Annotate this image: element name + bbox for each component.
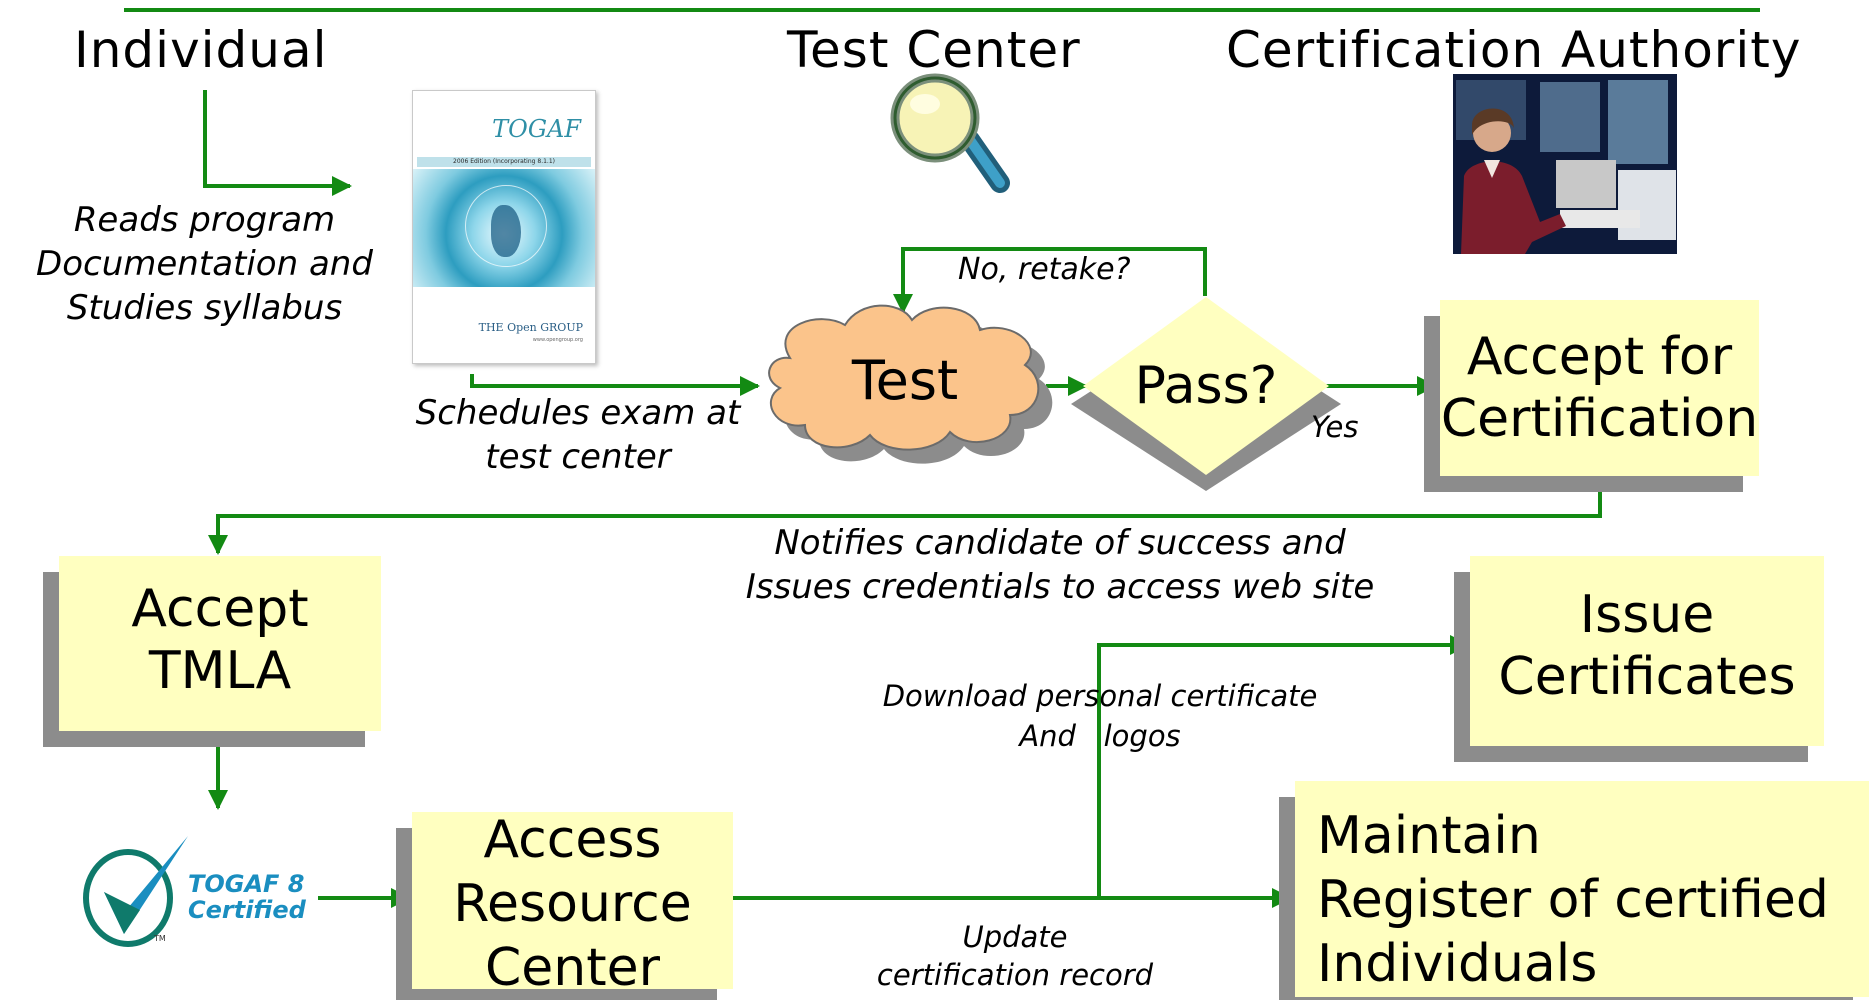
- arrow-book-to-test: [470, 374, 760, 396]
- logo-line1: TOGAF 8: [188, 870, 305, 898]
- arrow-to-issue: [1097, 635, 1470, 898]
- header-individual: Individual: [74, 21, 328, 79]
- node-maintain-register: Maintain Register of certified Individua…: [1295, 781, 1869, 997]
- operator-photo-icon: [1453, 74, 1677, 254]
- label-no-retake: No, retake?: [958, 252, 1131, 287]
- checkmark-icon: [83, 836, 188, 947]
- node-pass: Pass?: [1134, 356, 1278, 416]
- header-certification-authority: Certification Authority: [1226, 21, 1802, 79]
- magnifier-icon: [890, 73, 1010, 193]
- label-yes: Yes: [1311, 410, 1359, 444]
- togaf-certified-logo: TOGAF 8 Certified TM: [80, 830, 320, 950]
- book-title: TOGAF: [492, 115, 581, 143]
- note-update-record: Update certification record: [876, 920, 1154, 992]
- node-test: Test: [851, 349, 959, 412]
- note-download-certificate: Download personal certificate And logos: [882, 679, 1318, 753]
- arrow-accept-to-tmla: [208, 492, 1602, 555]
- pass-diamond-shape: [1071, 297, 1341, 491]
- togaf-book-image: TOGAF 2006 Edition (Incorporating 8.1.1)…: [412, 90, 596, 364]
- logo-tm: TM: [154, 934, 166, 943]
- arrow-retake-loop: [893, 247, 1207, 314]
- logo-line2: Certified: [188, 896, 306, 924]
- test-cloud-shape: [768, 304, 1053, 464]
- book-publisher: THE Open GROUP: [478, 321, 583, 334]
- node-accept-tmla: Accept TMLA: [59, 556, 381, 731]
- note-reads-syllabus: Reads program Documentation and Studies …: [36, 200, 373, 328]
- globe-icon: [413, 169, 595, 287]
- book-url: www.opengroup.org: [532, 337, 583, 343]
- book-edition: 2006 Edition (Incorporating 8.1.1): [417, 157, 591, 167]
- note-schedules-exam: Schedules exam at test center: [415, 393, 741, 477]
- node-access-resource-center: Access Resource Center: [412, 810, 733, 998]
- node-accept-for-certification: Accept for Certification: [1440, 300, 1759, 476]
- note-notifies-candidate: Notifies candidate of success and Issues…: [745, 523, 1375, 607]
- header-test-center: Test Center: [787, 21, 1081, 79]
- node-issue-certificates: Issue Certificates: [1470, 556, 1824, 746]
- arrow-individual-to-book: [203, 90, 352, 196]
